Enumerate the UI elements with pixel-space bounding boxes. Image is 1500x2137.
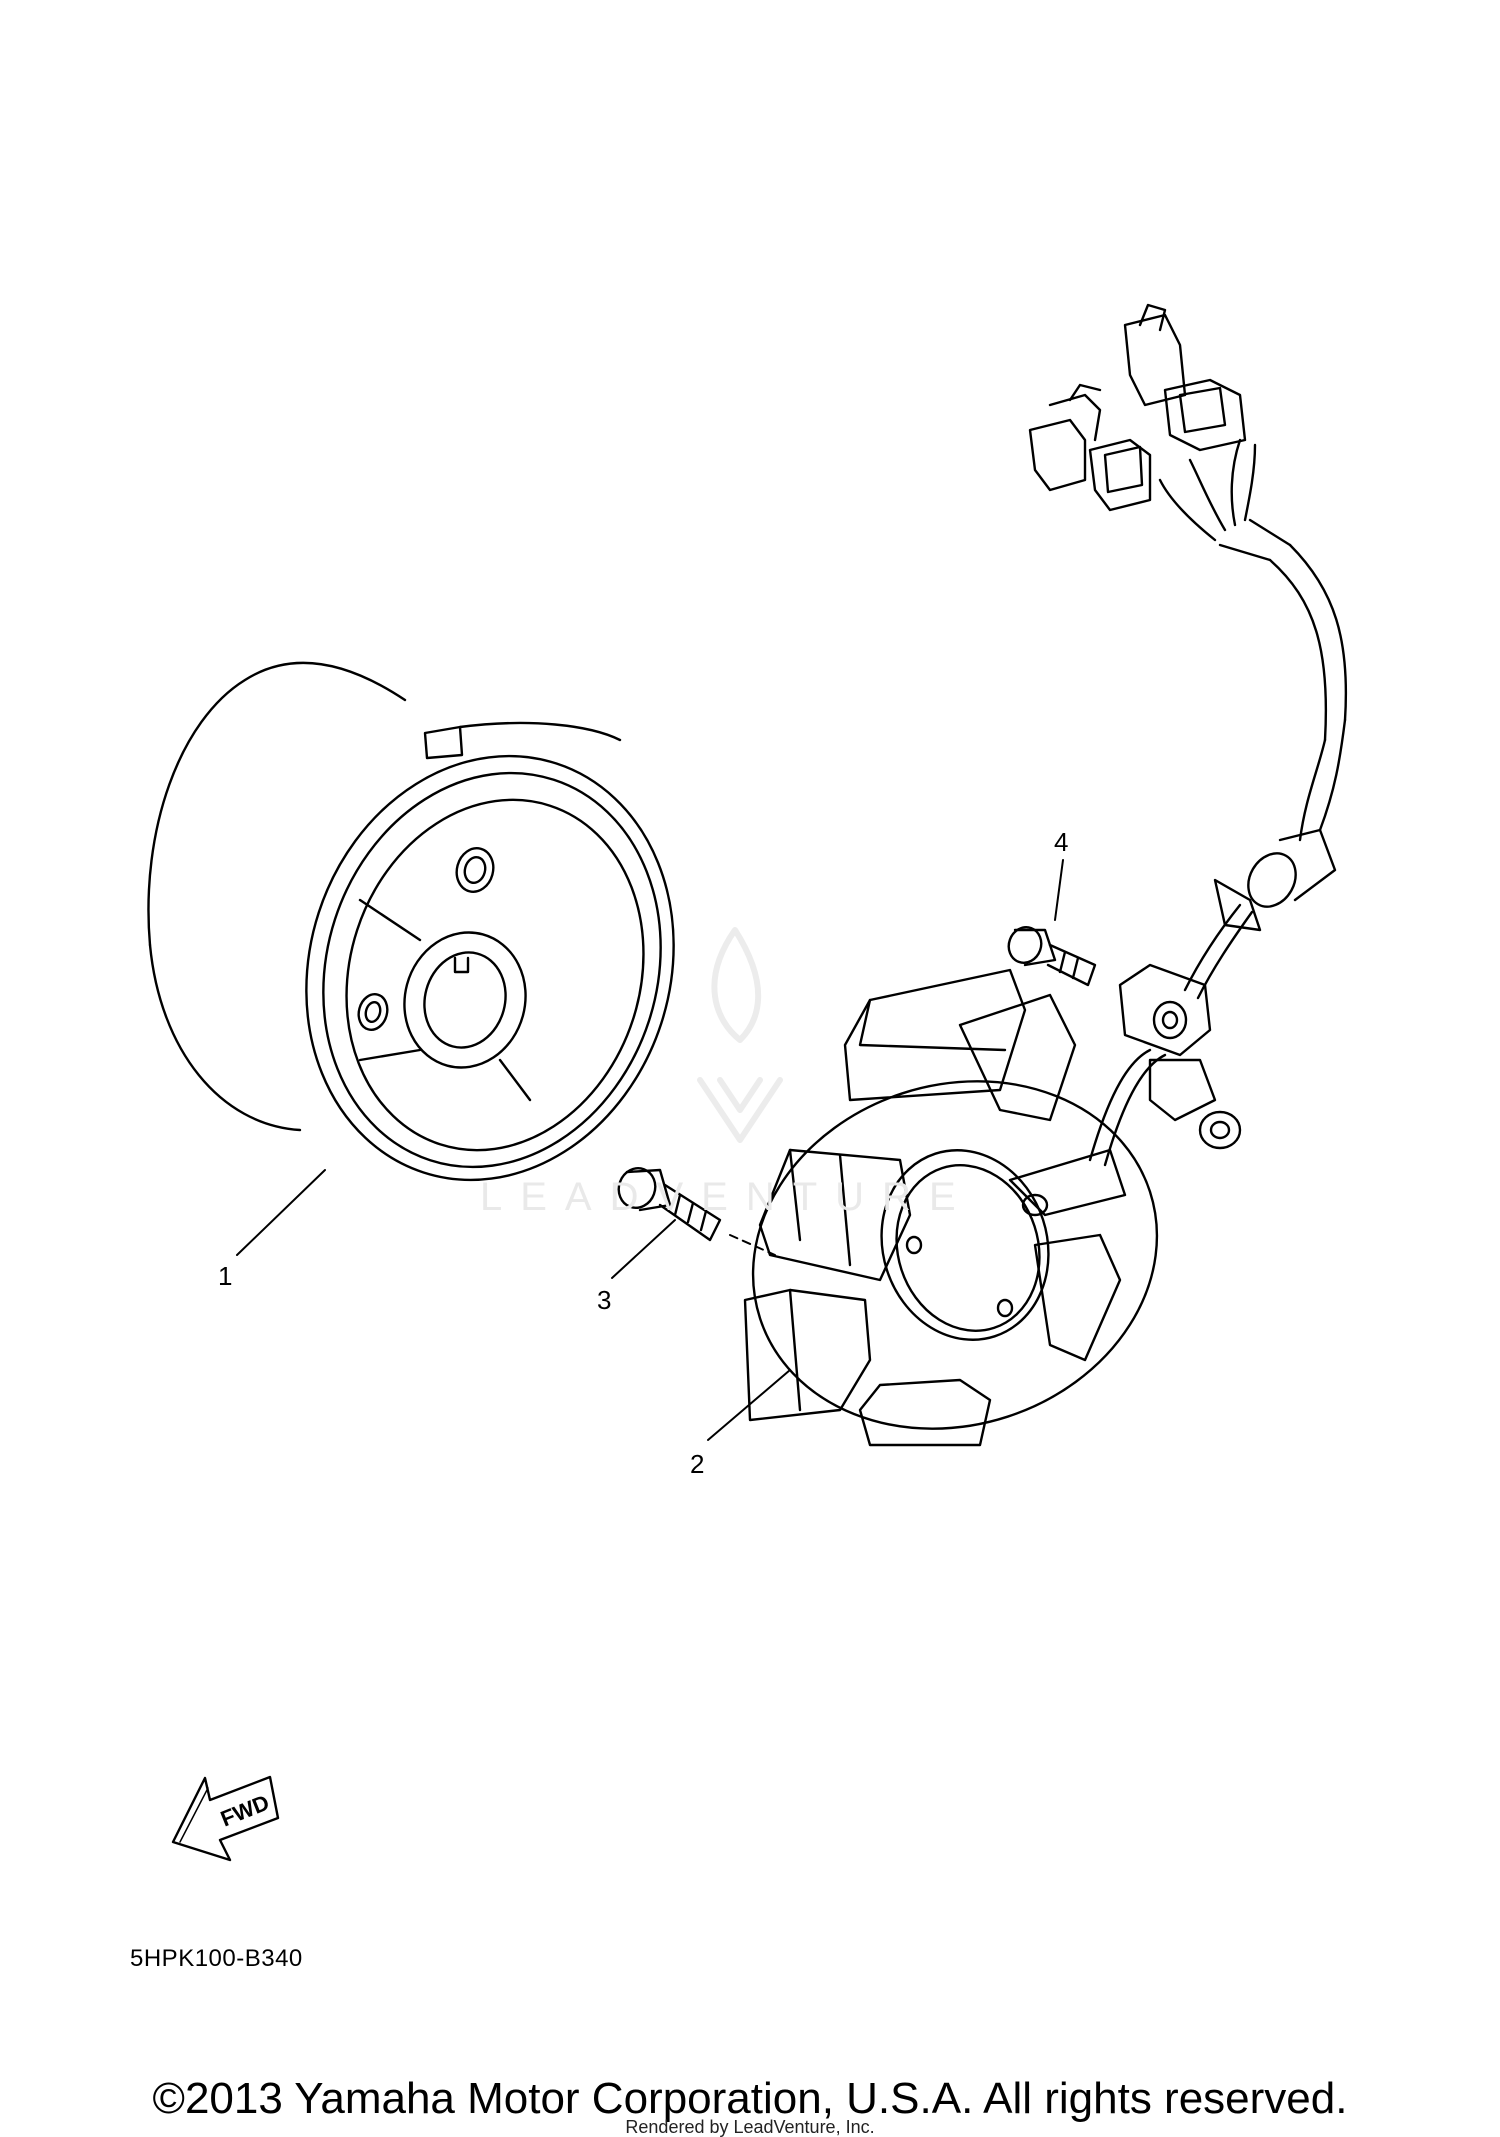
wire-connectors	[1028, 303, 1247, 512]
pickup-screw	[1007, 926, 1097, 987]
stator-screw	[617, 1167, 722, 1242]
wire-harness	[1158, 438, 1348, 1000]
callout-3: 3	[597, 1285, 612, 1315]
callout-4: 4	[1054, 827, 1069, 857]
stator-assembly	[743, 968, 1167, 1447]
leader-lines	[236, 859, 1064, 1441]
copyright-notice: ©2013 Yamaha Motor Corporation, U.S.A. A…	[152, 2074, 1348, 2123]
rotor-flywheel	[147, 661, 675, 1182]
pickup-coil	[1118, 963, 1242, 1150]
fwd-label: FWD	[217, 1790, 273, 1832]
callout-1: 1	[218, 1261, 233, 1291]
leadventure-watermark-logo	[697, 927, 783, 1143]
callout-2: 2	[690, 1449, 705, 1479]
watermark-text: LEADVENTURE	[480, 1175, 974, 1219]
forward-arrow-icon: FWD	[171, 1775, 280, 1862]
diagram-code: 5HPK100-B340	[130, 1945, 303, 1972]
rendered-by-notice: Rendered by LeadVenture, Inc.	[625, 2117, 875, 2137]
